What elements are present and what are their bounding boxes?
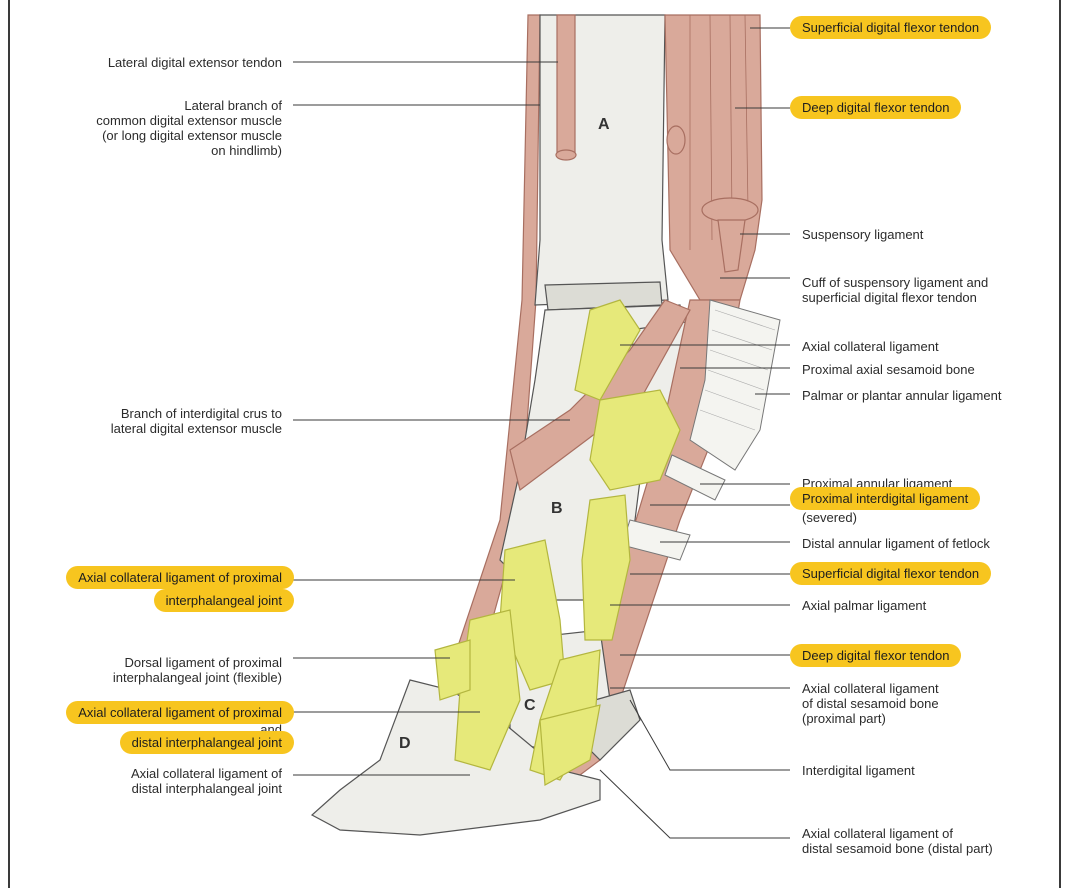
label-palmar-annular-ligament: Palmar or plantar annular ligament — [802, 388, 1001, 403]
bone-letter-c: C — [524, 697, 536, 715]
label-dorsal-ligament-pij: Dorsal ligament of proximal interphalang… — [113, 655, 282, 685]
label-axial-collateral-ligament: Axial collateral ligament — [802, 339, 939, 354]
label-lateral-branch-common-digital-extensor: Lateral branch of common digital extenso… — [96, 98, 282, 158]
bone-letter-d: D — [399, 735, 411, 753]
label-proximal-interdigital-ligament: Proximal interdigital ligament — [790, 487, 980, 510]
label-axial-collateral-pij-line2: interphalangeal joint — [154, 589, 294, 612]
bone-letter-a: A — [598, 116, 610, 134]
label-superficial-digital-flexor-tendon-mid: Superficial digital flexor tendon — [790, 562, 991, 585]
label-axial-collateral-pij-line1: Axial collateral ligament of proximal — [66, 566, 294, 589]
label-interdigital-ligament: Interdigital ligament — [802, 763, 915, 778]
label-distal-annular-ligament: Distal annular ligament of fetlock — [802, 536, 990, 551]
label-axial-collateral-pdij-line3: distal interphalangeal joint — [120, 731, 294, 754]
label-superficial-digital-flexor-tendon-top: Superficial digital flexor tendon — [790, 16, 991, 39]
label-axial-collateral-dsb-distal: Axial collateral ligament of distal sesa… — [802, 826, 993, 856]
label-branch-interdigital-crus: Branch of interdigital crus to lateral d… — [111, 406, 282, 436]
label-axial-palmar-ligament: Axial palmar ligament — [802, 598, 926, 613]
tendon-cut-section — [702, 198, 758, 222]
tendon-cut-end — [556, 150, 576, 160]
lateral-branch-tendon-strip — [557, 15, 575, 155]
label-lateral-digital-extensor-tendon: Lateral digital extensor tendon — [108, 55, 282, 70]
cannon-bone-a — [535, 15, 668, 305]
label-axial-collateral-dsb-proximal: Axial collateral ligament of distal sesa… — [802, 681, 939, 726]
label-deep-digital-flexor-tendon-top: Deep digital flexor tendon — [790, 96, 961, 119]
leader-line — [630, 700, 790, 770]
label-deep-digital-flexor-tendon-mid: Deep digital flexor tendon — [790, 644, 961, 667]
label-severed: (severed) — [802, 510, 857, 525]
label-suspensory-ligament: Suspensory ligament — [802, 227, 923, 242]
label-proximal-axial-sesamoid-bone: Proximal axial sesamoid bone — [802, 362, 975, 377]
label-cuff-suspensory: Cuff of suspensory ligament and superfic… — [802, 275, 988, 305]
label-axial-collateral-dij: Axial collateral ligament of distal inte… — [131, 766, 282, 796]
bone-letter-b: B — [551, 500, 563, 518]
leader-line — [600, 770, 790, 838]
dorsal-ligament-shape — [435, 640, 470, 700]
label-axial-collateral-pdij-line1: Axial collateral ligament of proximal — [66, 701, 294, 724]
